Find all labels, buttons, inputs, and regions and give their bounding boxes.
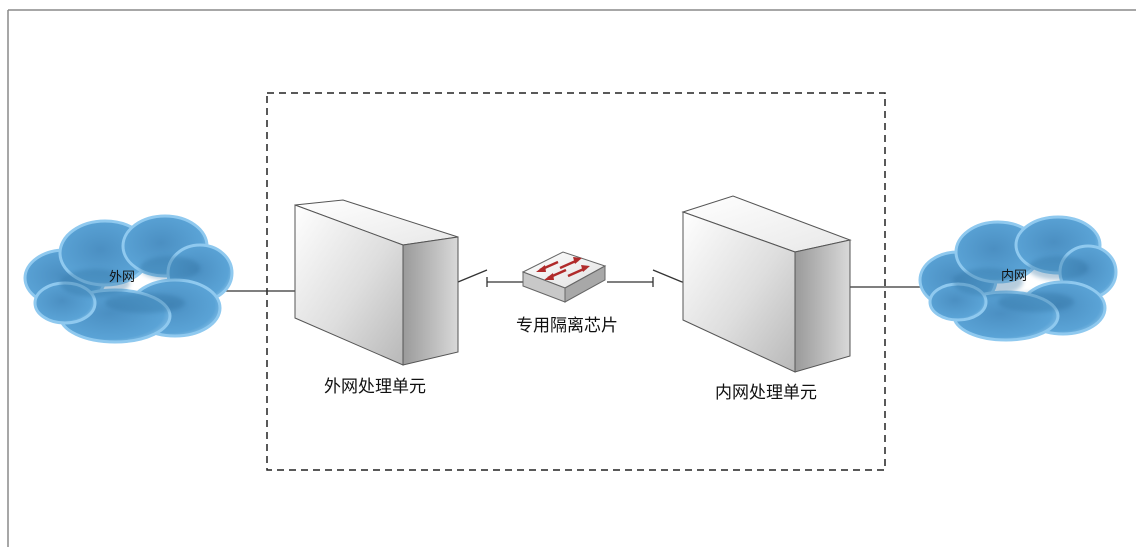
right-cloud-label: 内网 xyxy=(1001,268,1027,284)
chip-label: 专用隔离芯片 xyxy=(516,316,618,336)
network-switch-icon xyxy=(521,251,607,303)
left-switch-contact xyxy=(457,269,488,283)
left-unit-label: 外网处理单元 xyxy=(324,377,426,397)
left-cloud-label: 外网 xyxy=(109,270,135,285)
server-box-icon xyxy=(681,195,852,373)
cloud-icon xyxy=(23,214,234,344)
cloud-icon xyxy=(918,215,1118,342)
right-unit-label: 内网处理单元 xyxy=(715,383,817,403)
server-box-icon xyxy=(294,199,459,366)
isolation-boundary-dashed xyxy=(266,92,886,471)
right-switch-contact xyxy=(652,269,683,283)
